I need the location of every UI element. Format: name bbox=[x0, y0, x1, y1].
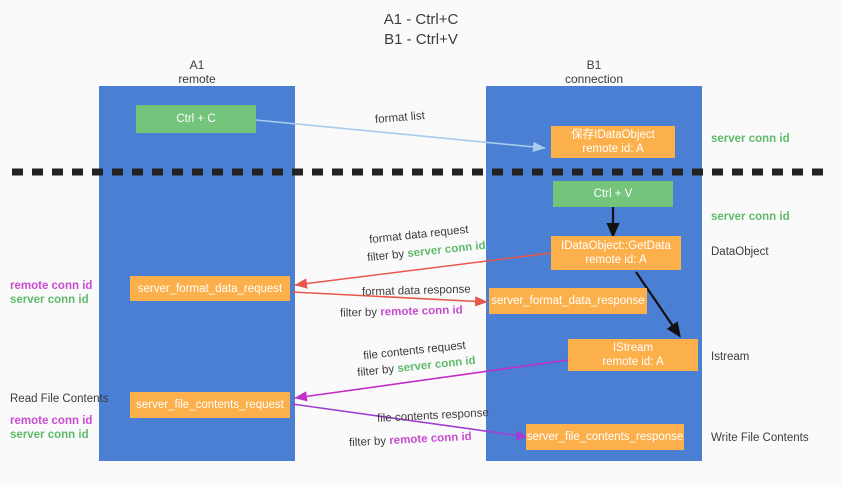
box-ctrl-v[interactable]: Ctrl + V bbox=[553, 181, 673, 207]
page-title: A1 - Ctrl+C B1 - Ctrl+V bbox=[0, 10, 842, 50]
side-label-remote-conn-id-2: remote conn id bbox=[10, 415, 93, 427]
box-idataobject-getdata[interactable]: IDataObject::GetData remote id: A bbox=[551, 236, 681, 270]
box-save-idataobject[interactable]: 保存IDataObject remote id: A bbox=[551, 126, 675, 158]
box-istream[interactable]: IStream remote id: A bbox=[568, 339, 698, 371]
label-format-data-response: format data response bbox=[361, 283, 471, 299]
box-server-format-data-response-label: server_format_data_response bbox=[491, 295, 645, 307]
side-label-dataobject: DataObject bbox=[711, 246, 769, 258]
box-server-format-data-response[interactable]: server_format_data_response bbox=[489, 288, 647, 314]
box-istream-label: IStream bbox=[612, 342, 654, 354]
box-save-idataobject-sub: remote id: A bbox=[582, 143, 644, 155]
remote-conn-id-text-1: remote conn id bbox=[380, 304, 463, 319]
side-label-istream: Istream bbox=[711, 351, 750, 363]
label-format-list: format list bbox=[374, 110, 426, 126]
side-label-read-file-contents: Read File Contents bbox=[10, 393, 109, 405]
lane-a1-name: A1 bbox=[189, 58, 205, 72]
side-label-server-conn-id-left-2: server conn id bbox=[10, 429, 89, 441]
box-save-idataobject-label: 保存IDataObject bbox=[571, 129, 655, 141]
side-label-server-conn-id-left-1: server conn id bbox=[10, 294, 89, 306]
box-idataobject-getdata-sub: remote id: A bbox=[585, 254, 647, 266]
box-ctrl-v-label: Ctrl + V bbox=[593, 188, 633, 200]
box-server-file-contents-request-label: server_file_contents_request bbox=[136, 399, 284, 411]
box-server-format-data-request[interactable]: server_format_data_request bbox=[130, 276, 290, 301]
box-server-format-data-request-label: server_format_data_request bbox=[137, 282, 283, 295]
lane-a1-sub: remote bbox=[178, 72, 216, 86]
filter-by-text-2: filter by bbox=[339, 306, 378, 320]
title-line-2: B1 - Ctrl+V bbox=[384, 31, 458, 48]
filter-by-text-3: filter by bbox=[356, 363, 395, 380]
lane-header-b1: B1 connection bbox=[486, 58, 702, 86]
filter-by-text-4: filter by bbox=[348, 435, 387, 450]
lane-b1-sub: connection bbox=[564, 72, 624, 86]
label-filter-file-contents-response: filter by remote conn id bbox=[349, 430, 472, 450]
title-line-1: A1 - Ctrl+C bbox=[383, 11, 459, 28]
server-conn-id-text-1: server conn id bbox=[406, 239, 487, 260]
lane-header-a1: A1 remote bbox=[99, 58, 295, 86]
box-server-file-contents-response[interactable]: server_file_contents_response bbox=[526, 424, 684, 450]
side-label-server-conn-id-2: server conn id bbox=[711, 211, 790, 223]
label-filter-format-data-response: filter by remote conn id bbox=[340, 303, 463, 320]
box-server-file-contents-response-label: server_file_contents_response bbox=[526, 431, 684, 443]
box-istream-sub: remote id: A bbox=[602, 356, 664, 368]
label-file-contents-response: file contents response bbox=[376, 407, 490, 425]
side-label-server-conn-id-1: server conn id bbox=[711, 133, 790, 145]
box-idataobject-getdata-label: IDataObject::GetData bbox=[561, 240, 671, 252]
side-label-write-file-contents: Write File Contents bbox=[711, 432, 809, 444]
lane-b1-name: B1 bbox=[586, 58, 602, 72]
side-label-remote-conn-id-1: remote conn id bbox=[10, 280, 93, 292]
remote-conn-id-text-2: remote conn id bbox=[388, 430, 472, 448]
box-ctrl-c[interactable]: Ctrl + C bbox=[136, 105, 256, 133]
box-server-file-contents-request[interactable]: server_file_contents_request bbox=[130, 392, 290, 418]
box-ctrl-c-label: Ctrl + C bbox=[176, 113, 216, 125]
filter-by-text-1: filter by bbox=[366, 248, 405, 265]
